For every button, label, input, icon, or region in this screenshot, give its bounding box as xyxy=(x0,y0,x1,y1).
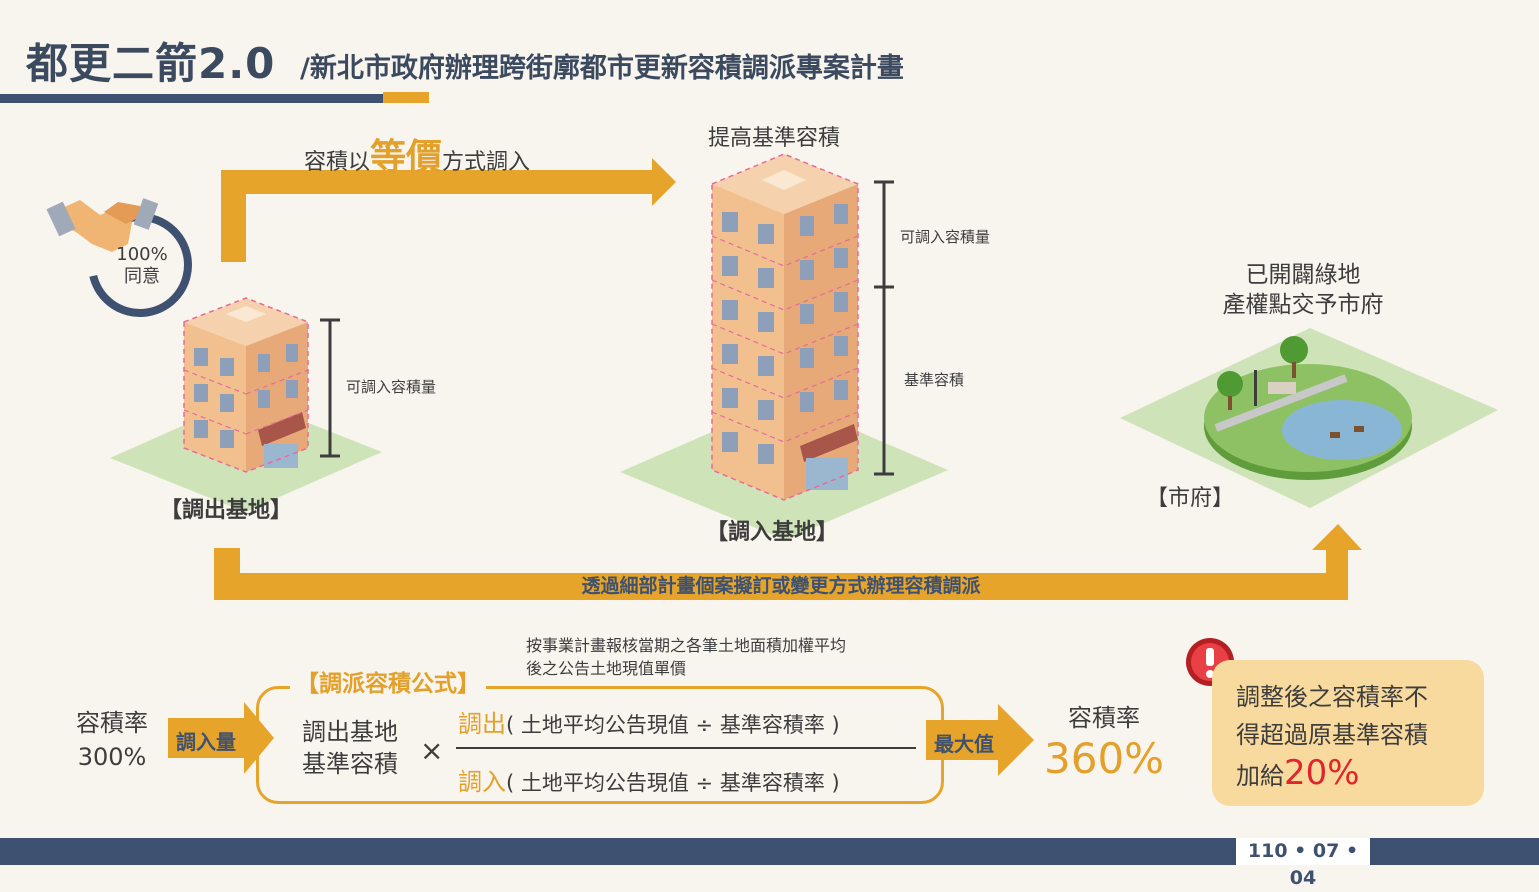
in-site-measure-top: 可調入容積量 xyxy=(900,228,991,246)
consent-badge: 100% 同意 xyxy=(106,244,178,288)
handshake-icon xyxy=(46,198,192,317)
denominator-keyword: 調入 xyxy=(458,768,506,796)
result-value: 360% xyxy=(1044,734,1165,783)
formula-arrow-max xyxy=(926,704,1034,776)
left-rate-label: 容積率 xyxy=(76,709,148,737)
base-volume: 調出基地 基準容積 xyxy=(290,716,410,780)
header-underline-navy xyxy=(0,94,383,103)
top-flow-arrow xyxy=(221,158,676,262)
notice-text: 調整後之容積率不 得超過原基準容積 加給20% xyxy=(1236,678,1428,795)
in-site-measure-bracket xyxy=(874,180,894,476)
top-arrow-label: 容積以等價方式調入 xyxy=(304,137,531,178)
header-underline-gold xyxy=(383,92,429,103)
numerator-keyword: 調出 xyxy=(458,710,506,738)
denominator-expr: ( 土地平均公告現值 ÷ 基準容積率 ) xyxy=(506,771,840,795)
notice-line3: 加給20% xyxy=(1236,753,1360,793)
out-site-measure-bracket xyxy=(320,318,340,458)
out-site-label: 【調出基地】 xyxy=(160,498,293,523)
footer-date: 110 • 07 • 04 xyxy=(1236,838,1370,889)
city-title-line2: 產權點交予市府 xyxy=(1222,292,1384,318)
diagram-illustration xyxy=(46,153,1498,776)
consent-percent: 100% xyxy=(116,244,168,265)
arrow-in-label: 調入量 xyxy=(176,730,236,754)
city-label: 【市府】 xyxy=(1146,486,1235,511)
out-site-measure-label: 可調入容積量 xyxy=(346,378,437,396)
arrow-max-label: 最大值 xyxy=(934,732,994,756)
city-title-line1: 已開闢綠地 xyxy=(1245,262,1361,288)
consent-label: 同意 xyxy=(124,266,160,287)
formula-title: 【調派容積公式】 xyxy=(290,664,486,698)
formula-box xyxy=(256,686,944,804)
left-rate: 容積率 300% xyxy=(58,706,166,774)
result-rate: 容積率 360% xyxy=(1044,698,1164,785)
in-site-measure-bottom: 基準容積 xyxy=(904,371,965,389)
base-line2: 基準容積 xyxy=(302,750,398,778)
city-park xyxy=(1204,336,1412,480)
formula-note-line1: 按事業計畫報核當期之各筆土地面積加權平均 xyxy=(526,636,847,655)
formula-arrow-in xyxy=(168,702,274,774)
out-site-building xyxy=(183,297,309,473)
notice-box xyxy=(1212,660,1484,806)
in-site-label: 【調入基地】 xyxy=(706,520,839,545)
bottom-arrow-label: 透過細部計畫個案擬訂或變更方式辦理容積調派 xyxy=(581,575,981,597)
base-line1: 調出基地 xyxy=(302,718,398,746)
page-title: 都更二箭2.0 xyxy=(26,39,276,88)
formula-note: 按事業計畫報核當期之各筆土地面積加權平均 後之公告土地現值單價 xyxy=(526,634,846,680)
left-rate-value: 300% xyxy=(77,743,147,771)
notice-line2: 得超過原基準容積 xyxy=(1236,721,1428,749)
page-subtitle: /新北市政府辦理跨街廓都市更新容積調派專案計畫 xyxy=(300,53,904,84)
city-title: 已開闢綠地 產權點交予市府 xyxy=(1196,260,1410,320)
formula-note-line2: 後之公告土地現值單價 xyxy=(526,659,687,678)
numerator: 調出( 土地平均公告現值 ÷ 基準容積率 ) xyxy=(458,704,840,739)
bottom-flow-arrow xyxy=(214,524,1362,600)
numerator-expr: ( 土地平均公告現值 ÷ 基準容積率 ) xyxy=(506,713,840,737)
in-site-title: 提高基準容積 xyxy=(708,126,841,151)
denominator: 調入( 土地平均公告現值 ÷ 基準容積率 ) xyxy=(458,762,840,797)
times-symbol: × xyxy=(420,734,444,767)
in-site-building xyxy=(711,153,859,501)
notice-value: 20% xyxy=(1284,753,1360,793)
result-label: 容積率 xyxy=(1068,704,1140,732)
notice-line1: 調整後之容積率不 xyxy=(1236,683,1428,711)
